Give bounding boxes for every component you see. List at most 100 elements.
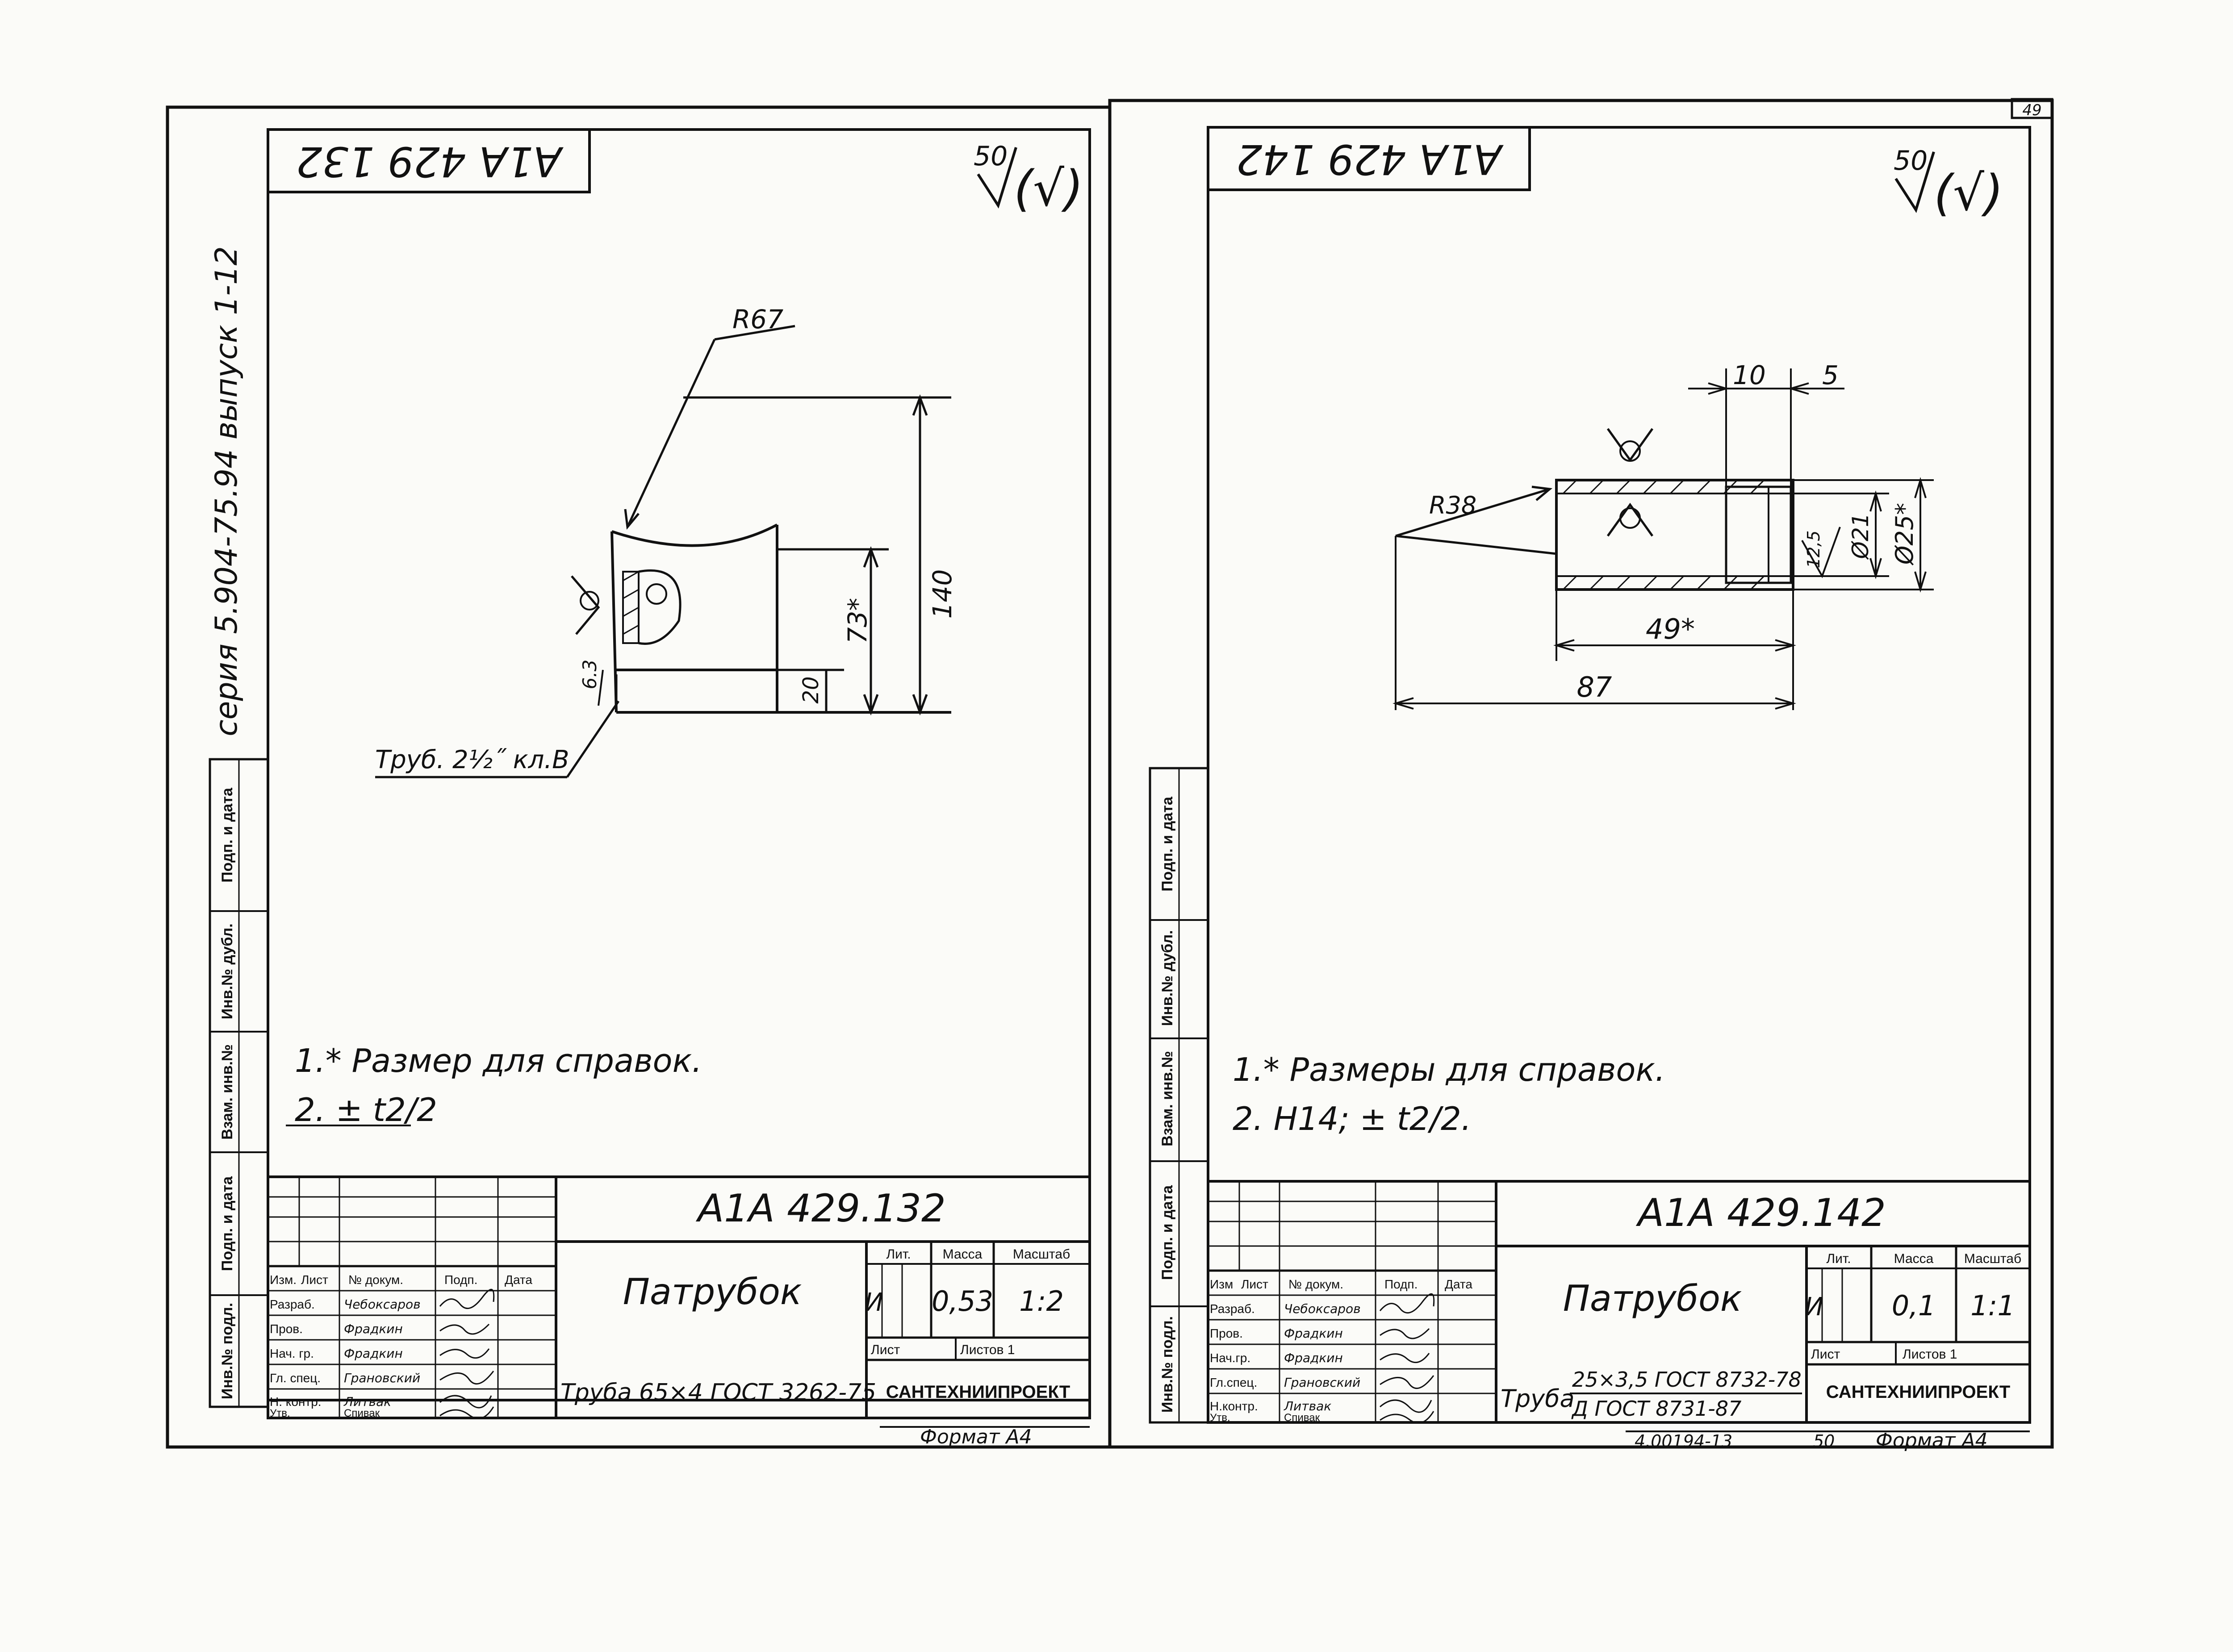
- left-lit: И: [865, 1288, 883, 1317]
- left-signature-6: [439, 1406, 494, 1419]
- right-sheet-label: Лист: [1811, 1347, 1840, 1362]
- left-dim-height-low: 20: [799, 676, 824, 703]
- outer-frame-left: [166, 105, 1112, 1449]
- right-col-doc: № докум.: [1288, 1277, 1343, 1291]
- left-roughness-symbol: (√): [1014, 160, 1083, 217]
- left-material: Труба 65×4 ГОСТ 3262-75: [560, 1379, 876, 1406]
- right-lit-header: Лит.: [1826, 1251, 1851, 1266]
- right-name-prov: Фрадкин: [1284, 1326, 1343, 1341]
- left-strip-inv-dubl: Инв.№ дубл.: [219, 924, 236, 1020]
- right-lit: И: [1805, 1292, 1823, 1322]
- right-dim-d-inner: Ø21: [1848, 513, 1873, 560]
- right-strip-vzam: Взам. инв.№: [1159, 1051, 1176, 1146]
- right-dim-d-outer: Ø25*: [1890, 503, 1919, 565]
- left-mass-header: Масса: [943, 1247, 983, 1262]
- right-dim-radius: R38: [1429, 491, 1476, 519]
- left-title-block: [267, 1175, 1091, 1419]
- right-mass-header: Масса: [1894, 1251, 1934, 1266]
- right-material-prefix: Труба: [1501, 1384, 1575, 1413]
- left-name-gl-spec: Грановский: [344, 1371, 420, 1385]
- left-signature-5: [439, 1395, 492, 1409]
- right-col-izm: Изм: [1210, 1277, 1233, 1291]
- left-format: Формат А4: [920, 1426, 1032, 1448]
- right-note-2: 2. H14; ± t2/2.: [1233, 1100, 1472, 1138]
- left-signature-2: [439, 1323, 490, 1335]
- right-material-top: 25×3,5 ГОСТ 8732-78: [1572, 1368, 1802, 1392]
- right-role-n-kontr: Н.контр.: [1210, 1399, 1258, 1413]
- left-role-nach-gr: Нач. гр.: [270, 1347, 314, 1360]
- left-strip-podp-data-2: Подп. и дата: [219, 787, 236, 882]
- right-part-drawing: [1392, 368, 1934, 710]
- left-signature-3: [439, 1348, 490, 1359]
- right-dim-top-b: 5: [1822, 360, 1839, 390]
- left-sheet-label: Лист: [871, 1343, 900, 1357]
- left-col-list: Лист: [301, 1273, 328, 1287]
- right-strip-podp-data-2: Подп. и дата: [1159, 796, 1176, 891]
- left-strip-podp-data-1: Подп. и дата: [219, 1176, 236, 1271]
- left-scale: 1:2: [1019, 1285, 1064, 1317]
- left-strip-vzam: Взам. инв.№: [219, 1044, 236, 1140]
- right-role-utv: Утв.: [1210, 1412, 1230, 1424]
- right-name-n-kontr: Литвак: [1284, 1399, 1331, 1414]
- right-organization: САНТЕХНИИПРОЕКТ: [1826, 1382, 2010, 1402]
- right-material-bottom: Д ГОСТ 8731-87: [1571, 1397, 1741, 1421]
- right-scale: 1:1: [1970, 1289, 2015, 1322]
- right-signature-1: [1379, 1293, 1435, 1313]
- left-note-2: 2. ± t2/2: [295, 1091, 437, 1129]
- left-scale-header: Масштаб: [1013, 1247, 1070, 1262]
- left-dim-height-ref: 73*: [842, 598, 873, 644]
- left-designation: А1А 429.132: [695, 1186, 945, 1231]
- right-dim-length-ref: 49*: [1646, 613, 1695, 645]
- left-lit-header: Лит.: [886, 1247, 911, 1262]
- corner-page-number: 49: [2022, 101, 2041, 119]
- left-name-prov: Фрадкин: [344, 1322, 403, 1336]
- left-signature-1: [439, 1288, 495, 1309]
- left-name-razrab: Чебоксаров: [344, 1297, 421, 1312]
- right-dim-chamfer: 12,5: [1804, 531, 1823, 569]
- left-col-data: Дата: [505, 1273, 532, 1287]
- right-strip-inv-dubl: Инв.№ дубл.: [1159, 930, 1176, 1026]
- right-name-nach-gr: Фрадкин: [1284, 1351, 1343, 1365]
- right-sheets-label: Листов 1: [1903, 1347, 1957, 1362]
- left-name-n-kontr: Литвак: [343, 1394, 391, 1409]
- left-role-n-kontr: Н. контр.: [270, 1395, 322, 1409]
- left-col-doc: № докум.: [348, 1273, 403, 1287]
- left-col-podp: Подп.: [444, 1273, 477, 1287]
- right-dim-length-total: 87: [1577, 671, 1612, 703]
- right-role-razrab: Разраб.: [1210, 1302, 1255, 1316]
- right-dim-top-a: 10: [1733, 360, 1766, 390]
- right-col-list: Лист: [1241, 1277, 1268, 1291]
- left-strip-inv-podl: Инв.№ подл.: [219, 1303, 236, 1399]
- right-inner-frame: [1207, 126, 2031, 1424]
- left-side-strip: [209, 758, 269, 1408]
- left-role-utv: Утв.: [270, 1407, 290, 1419]
- left-name-nach-gr: Фрадкин: [344, 1346, 403, 1361]
- left-name-utv: Спивак: [344, 1407, 380, 1419]
- right-page-number: 50: [1813, 1431, 1835, 1451]
- right-role-nach-gr: Нач.гр.: [1210, 1351, 1250, 1365]
- right-col-data: Дата: [1445, 1277, 1472, 1291]
- left-dim-height-total: 140: [927, 569, 958, 619]
- right-name-utv: Спивак: [1284, 1412, 1320, 1424]
- right-title-block: [1207, 1180, 2031, 1424]
- left-dim-weld: 6.3: [579, 660, 601, 690]
- right-stamp-box: [1207, 126, 1531, 191]
- left-stamp-box: [267, 128, 591, 193]
- left-organization: САНТЕХНИИПРОЕКТ: [886, 1382, 1070, 1402]
- right-role-prov: Пров.: [1210, 1326, 1243, 1340]
- left-series-label: серия 5.904-75.94 выпуск 1-12: [209, 246, 244, 736]
- right-name-gl-spec: Грановский: [1284, 1375, 1360, 1390]
- right-stamp-code: А1А 429 142: [1236, 135, 1504, 183]
- right-roughness-check-icon: [1894, 151, 1935, 213]
- right-designation: А1А 429.142: [1635, 1191, 1886, 1235]
- left-signature-4: [439, 1371, 494, 1384]
- right-strip-podp-data-1: Подп. и дата: [1159, 1185, 1176, 1280]
- right-signature-2: [1380, 1328, 1430, 1339]
- right-format: Формат А4: [1876, 1429, 1988, 1452]
- left-col-izm: Изм.: [270, 1273, 297, 1287]
- left-role-razrab: Разраб.: [270, 1297, 315, 1311]
- left-mass: 0,53: [932, 1285, 993, 1317]
- left-stamp-code: А1А 429 132: [296, 138, 564, 185]
- right-footer-code: 4.00194-13: [1635, 1431, 1732, 1451]
- right-signature-3: [1380, 1353, 1430, 1363]
